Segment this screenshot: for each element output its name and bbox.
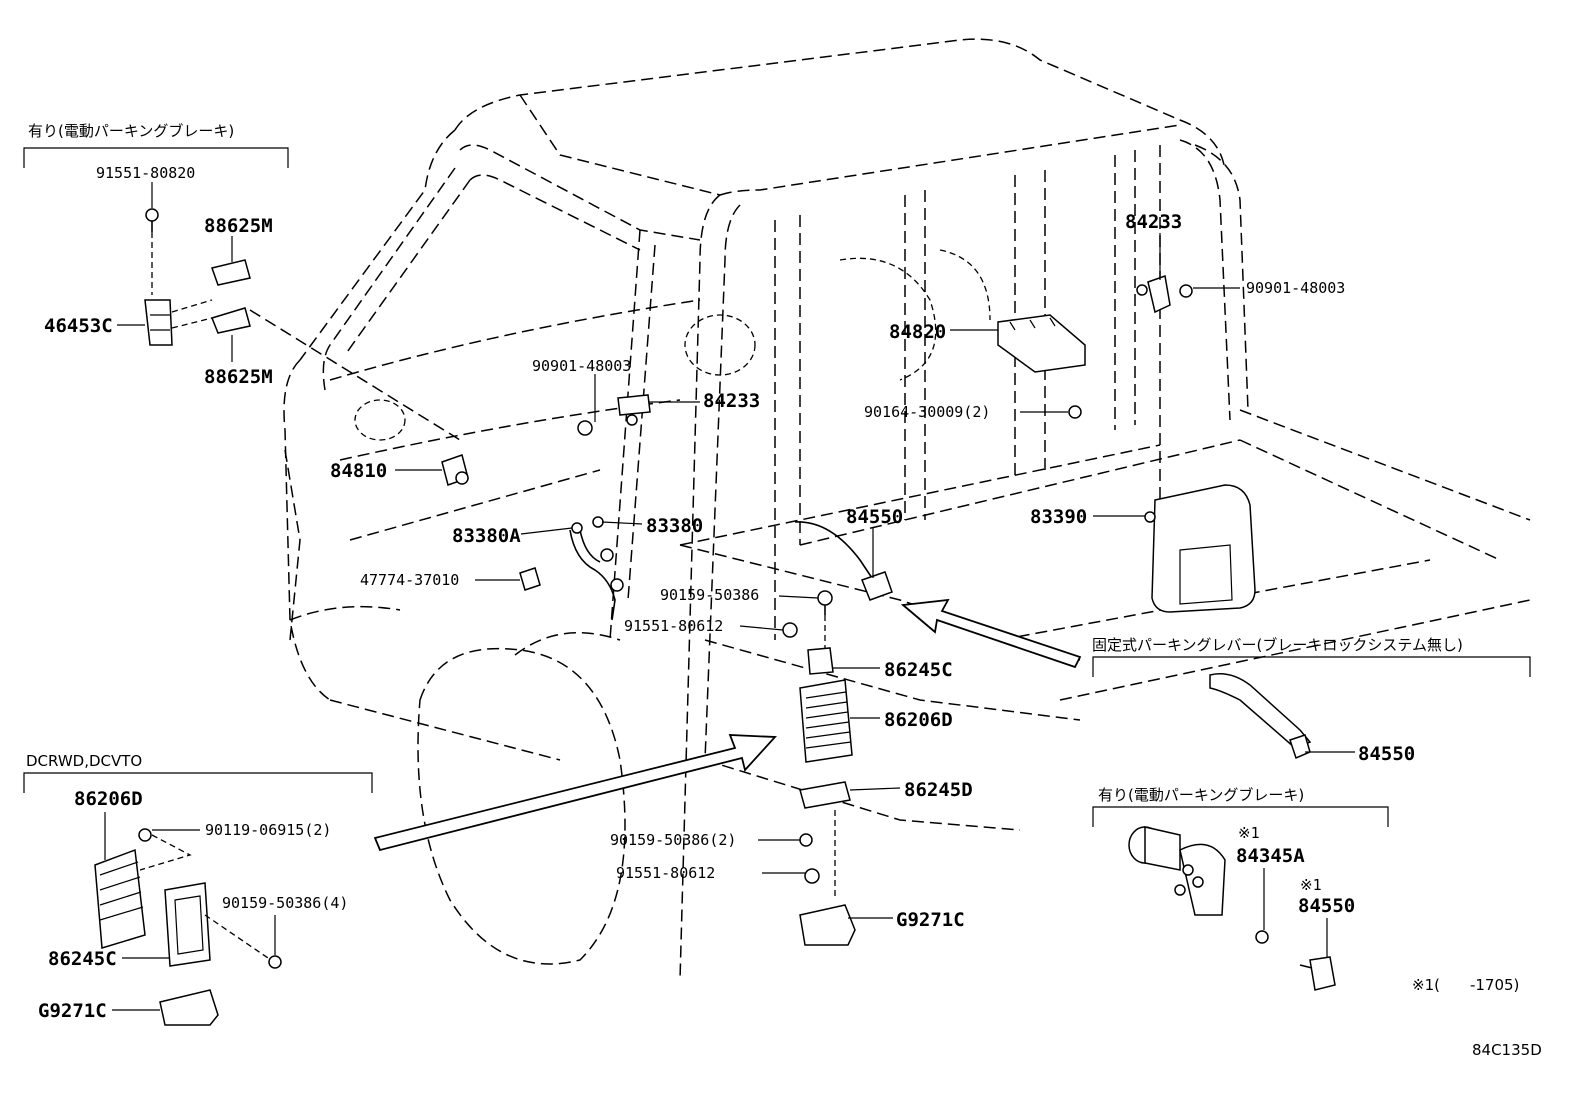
label-84345a: 84345A (1236, 845, 1305, 867)
part-sensor-84810 (441, 454, 469, 486)
label-88625m-upper: 88625M (204, 215, 273, 237)
group-header-epb-right: 有り(電動パーキングブレーキ) (1098, 786, 1304, 804)
label-90901-48003-right: 90901-48003 (1246, 279, 1345, 297)
part-bolt-90159-50386-lower (799, 833, 813, 847)
label-g9271c-dcrwd: G9271C (38, 1000, 107, 1022)
part-bolt-90901-48003-left (577, 420, 593, 436)
part-bracket-86245d (799, 781, 851, 809)
vehicle-cab-outline (283, 38, 1531, 981)
large-arrow-lower (373, 734, 777, 852)
part-switch-84233-right (1136, 274, 1171, 314)
part-bolt-90119-06915 (138, 828, 152, 842)
label-83390: 83390 (1030, 506, 1087, 528)
group-bracket-epb-top (23, 147, 289, 168)
part-bolt-90159-50386-top (817, 590, 833, 615)
part-switch-84550-epb (1299, 956, 1336, 991)
label-84550-epb: 84550 (1298, 895, 1355, 917)
label-84820: 84820 (889, 321, 946, 343)
mark-84345a: ※1 (1238, 824, 1260, 842)
group-bracket-dcrwd (23, 772, 373, 793)
mark-84550-epb: ※1 (1300, 876, 1322, 894)
footnote: ※1( -1705) (1412, 976, 1519, 994)
part-switch-assy-84820 (997, 314, 1086, 373)
label-g9271c-center: G9271C (896, 909, 965, 931)
label-86206d-dcrwd: 86206D (74, 788, 143, 810)
part-bolt-91551-80820 (145, 208, 159, 232)
part-bracket-86245c-center (807, 647, 834, 675)
label-83380a: 83380A (452, 525, 521, 547)
part-parking-lever-fixed (1209, 673, 1312, 760)
label-83380: 83380 (646, 515, 703, 537)
label-88625m-lower: 88625M (204, 366, 273, 388)
label-46453c: 46453C (44, 315, 113, 337)
label-86245c-dcrwd: 86245C (48, 948, 117, 970)
label-84233-left: 84233 (703, 390, 760, 412)
label-84810: 84810 (330, 460, 387, 482)
part-clip-88625m-lower (210, 307, 251, 334)
part-screw-90164-30009 (1068, 405, 1082, 419)
part-ecu-86206d-center (799, 679, 853, 763)
part-cable-83380 (569, 516, 624, 621)
label-90159-50386-2: 90159-50386(2) (610, 831, 736, 849)
part-ecu-86206d-dcrwd (94, 848, 146, 949)
label-91551-80820: 91551-80820 (96, 164, 195, 182)
part-bolt-91551-80612-top (782, 622, 798, 638)
label-86206d-center: 86206D (884, 709, 953, 731)
part-bracket-86245c-dcrwd (164, 882, 211, 967)
part-clip-88625m-upper (211, 259, 251, 286)
group-header-epb-top: 有り(電動パーキングブレーキ) (28, 122, 234, 140)
label-90159-50386-top: 90159-50386 (660, 586, 759, 604)
label-84233-right: 84233 (1125, 211, 1182, 233)
part-clamp-47774-37010 (519, 567, 541, 591)
part-lever-84550-cab (794, 521, 893, 601)
part-bolt-90159-50386-4 (268, 955, 282, 969)
part-module-83390 (1144, 484, 1256, 613)
label-91551-80612-top: 91551-80612 (624, 617, 723, 635)
group-bracket-fixed-lever (1092, 656, 1531, 677)
part-bolt-91551-80612-lower (804, 868, 820, 884)
label-90159-50386-4: 90159-50386(4) (222, 894, 348, 912)
part-bracket-46453c (144, 299, 173, 346)
large-arrow-upper (900, 598, 1082, 669)
part-cover-g9271c-center (799, 904, 856, 946)
part-bolt-90901-48003-right (1179, 284, 1193, 298)
label-90901-48003-left: 90901-48003 (532, 357, 631, 375)
part-epb-actuator (1128, 826, 1226, 916)
label-84550-cab: 84550 (846, 506, 903, 528)
label-86245c-center: 86245C (884, 659, 953, 681)
diagram-code: 84C135D (1472, 1041, 1542, 1059)
part-switch-84233-left (617, 394, 651, 426)
label-90119-06915: 90119-06915(2) (205, 821, 331, 839)
group-header-fixed-lever: 固定式パーキングレバー(ブレーキロックシステム無し) (1092, 636, 1463, 654)
label-86245d: 86245D (904, 779, 973, 801)
part-cover-g9271c-dcrwd (159, 989, 219, 1026)
label-84550-fixed-lever: 84550 (1358, 743, 1415, 765)
label-47774-37010: 47774-37010 (360, 571, 459, 589)
group-bracket-epb-right (1092, 806, 1389, 827)
part-nut-84345a (1255, 930, 1269, 944)
group-header-dcrwd: DCRWD,DCVTO (26, 752, 142, 770)
leader-lines (104, 182, 1355, 1011)
label-91551-80612-lower: 91551-80612 (616, 864, 715, 882)
label-90164-30009: 90164-30009(2) (864, 403, 990, 421)
